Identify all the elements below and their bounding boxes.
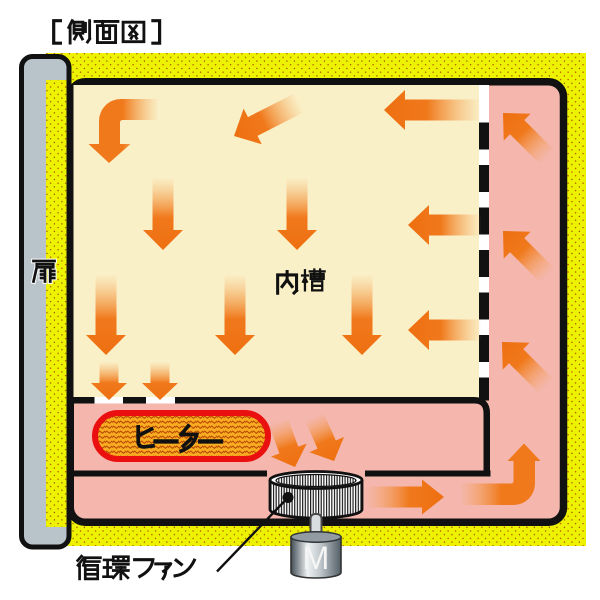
svg-text:M: M <box>303 540 330 576</box>
